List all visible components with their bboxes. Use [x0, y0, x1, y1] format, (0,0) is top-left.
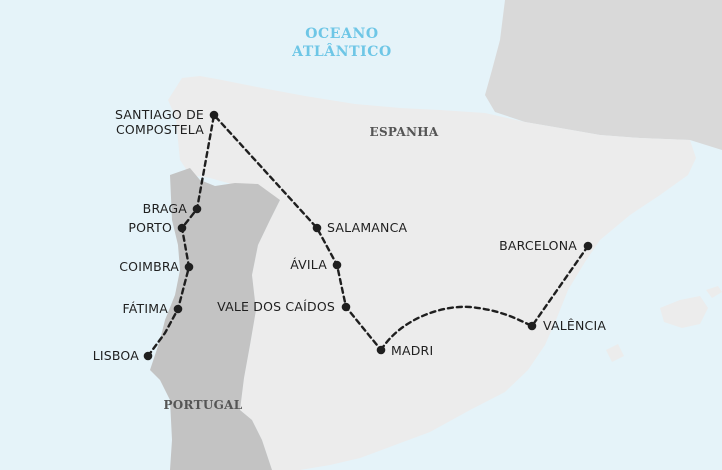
ocean-label-line1: OCEANO	[305, 26, 378, 42]
barcelona-marker	[583, 241, 593, 251]
portugal-label: PORTUGAL	[163, 398, 242, 412]
fatima-label: FÁTIMA	[123, 301, 169, 316]
salamanca-marker	[312, 223, 322, 233]
mallorca-island	[660, 296, 708, 328]
porto-marker	[177, 223, 187, 233]
madri-marker	[376, 345, 386, 355]
santiago-marker	[209, 110, 219, 120]
coimbra-marker	[184, 262, 194, 272]
braga-label: BRAGA	[143, 201, 188, 216]
fatima-marker	[173, 304, 183, 314]
valencia-label: VALÊNCIA	[543, 318, 606, 333]
ocean-label-line2: ATLÂNTICO	[291, 42, 392, 60]
salamanca-label: SALAMANCA	[327, 220, 408, 235]
santiago-label-line1: SANTIAGO DE	[115, 107, 204, 122]
porto-label: PORTO	[128, 220, 172, 235]
lisboa-marker	[143, 351, 153, 361]
menorca-island	[706, 286, 722, 298]
avila-label: ÁVILA	[290, 257, 327, 272]
ibiza-island	[606, 344, 624, 362]
route-line-east	[379, 244, 590, 352]
lisboa-label: LISBOA	[93, 348, 140, 363]
vale-dos-caidos-label: VALE DOS CAÍDOS	[217, 299, 335, 314]
spain-landmass	[168, 76, 696, 470]
avila-marker	[332, 260, 342, 270]
spain-label: ESPANHA	[370, 125, 439, 139]
vale-dos-caidos-marker	[341, 302, 351, 312]
france-landmass	[485, 0, 722, 150]
valencia-marker	[527, 321, 537, 331]
santiago-label-line2: COMPOSTELA	[116, 122, 204, 137]
madri-label: MADRI	[391, 343, 433, 358]
barcelona-label: BARCELONA	[499, 238, 577, 253]
portugal-landmass	[150, 168, 280, 470]
coimbra-label: COIMBRA	[119, 259, 179, 274]
braga-marker	[192, 204, 202, 214]
